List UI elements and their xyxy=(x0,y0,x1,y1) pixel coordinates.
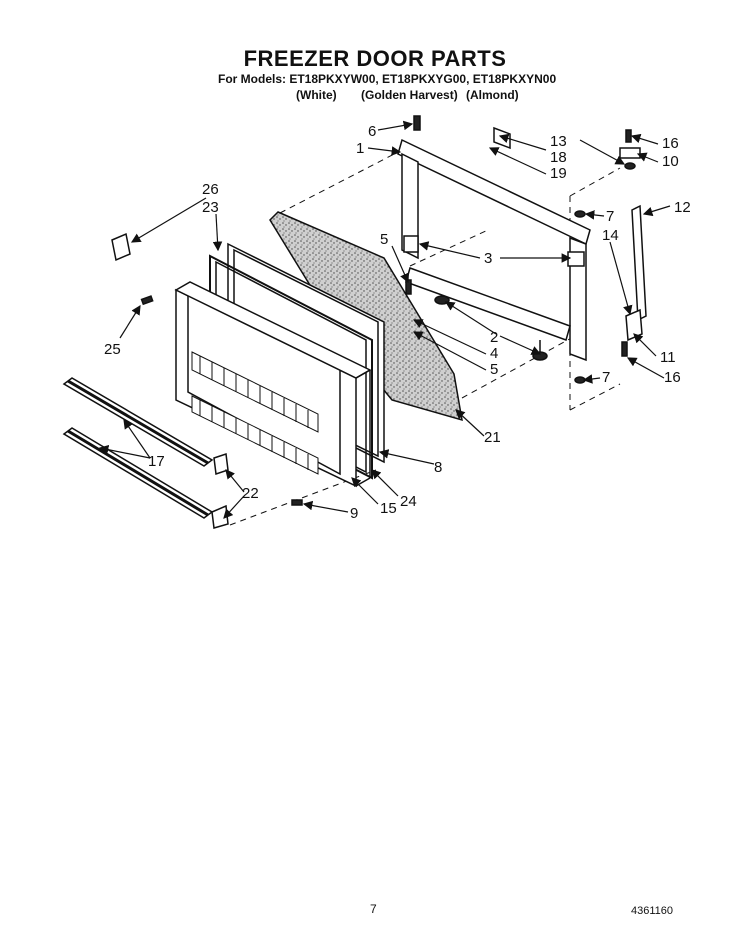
bottom-hinge-parts xyxy=(621,308,643,357)
callout-labels: 6 1 13 18 19 16 10 7 12 26 23 5 3 14 2 4… xyxy=(104,123,691,522)
callout-4: 4 xyxy=(490,345,498,362)
callout-22: 22 xyxy=(242,485,259,502)
part-12-hinge-rod xyxy=(631,204,647,322)
color-almond: (Almond) xyxy=(466,88,519,102)
callout-15: 15 xyxy=(380,500,397,517)
callout-18: 18 xyxy=(550,149,567,166)
callout-19: 19 xyxy=(550,165,567,182)
color-white: (White) xyxy=(296,88,337,102)
callout-24: 24 xyxy=(400,493,417,510)
callout-17: 17 xyxy=(148,453,165,470)
callout-25: 25 xyxy=(104,341,121,358)
callout-10: 10 xyxy=(662,153,679,170)
page-number: 7 xyxy=(370,902,377,916)
callout-16-top: 16 xyxy=(662,135,679,152)
callout-23: 23 xyxy=(202,199,219,216)
page-title: FREEZER DOOR PARTS xyxy=(243,46,507,71)
callout-8: 8 xyxy=(434,459,442,476)
part-3-brackets xyxy=(403,235,585,267)
callout-5-bottom: 5 xyxy=(490,361,498,378)
callout-2: 2 xyxy=(490,329,498,346)
part-9-screw xyxy=(291,499,303,506)
callout-14: 14 xyxy=(602,227,619,244)
callout-9: 9 xyxy=(350,505,358,522)
callout-7-top: 7 xyxy=(606,208,614,225)
part-25-screw xyxy=(140,295,154,306)
callout-26: 26 xyxy=(202,181,219,198)
door-assembly-drawing xyxy=(62,115,647,529)
liner-shelves xyxy=(191,351,319,475)
callout-1: 1 xyxy=(356,140,364,157)
callout-6: 6 xyxy=(368,123,376,140)
callout-5-top: 5 xyxy=(380,231,388,248)
document-number: 4361160 xyxy=(631,905,674,917)
part-26-clip xyxy=(111,232,131,262)
color-golden-harvest: (Golden Harvest) xyxy=(361,88,458,102)
callout-3: 3 xyxy=(484,250,492,267)
leader-lines xyxy=(98,120,671,519)
callout-16-bottom: 16 xyxy=(664,369,681,386)
callout-21: 21 xyxy=(484,429,501,446)
callout-13: 13 xyxy=(550,133,567,150)
callout-7-bottom: 7 xyxy=(602,369,610,386)
callout-12: 12 xyxy=(674,199,691,216)
models-line: For Models: ET18PKXYW00, ET18PKXYG00, ET… xyxy=(218,72,557,86)
callout-11: 11 xyxy=(660,349,676,366)
part-22-end-caps xyxy=(211,452,229,529)
